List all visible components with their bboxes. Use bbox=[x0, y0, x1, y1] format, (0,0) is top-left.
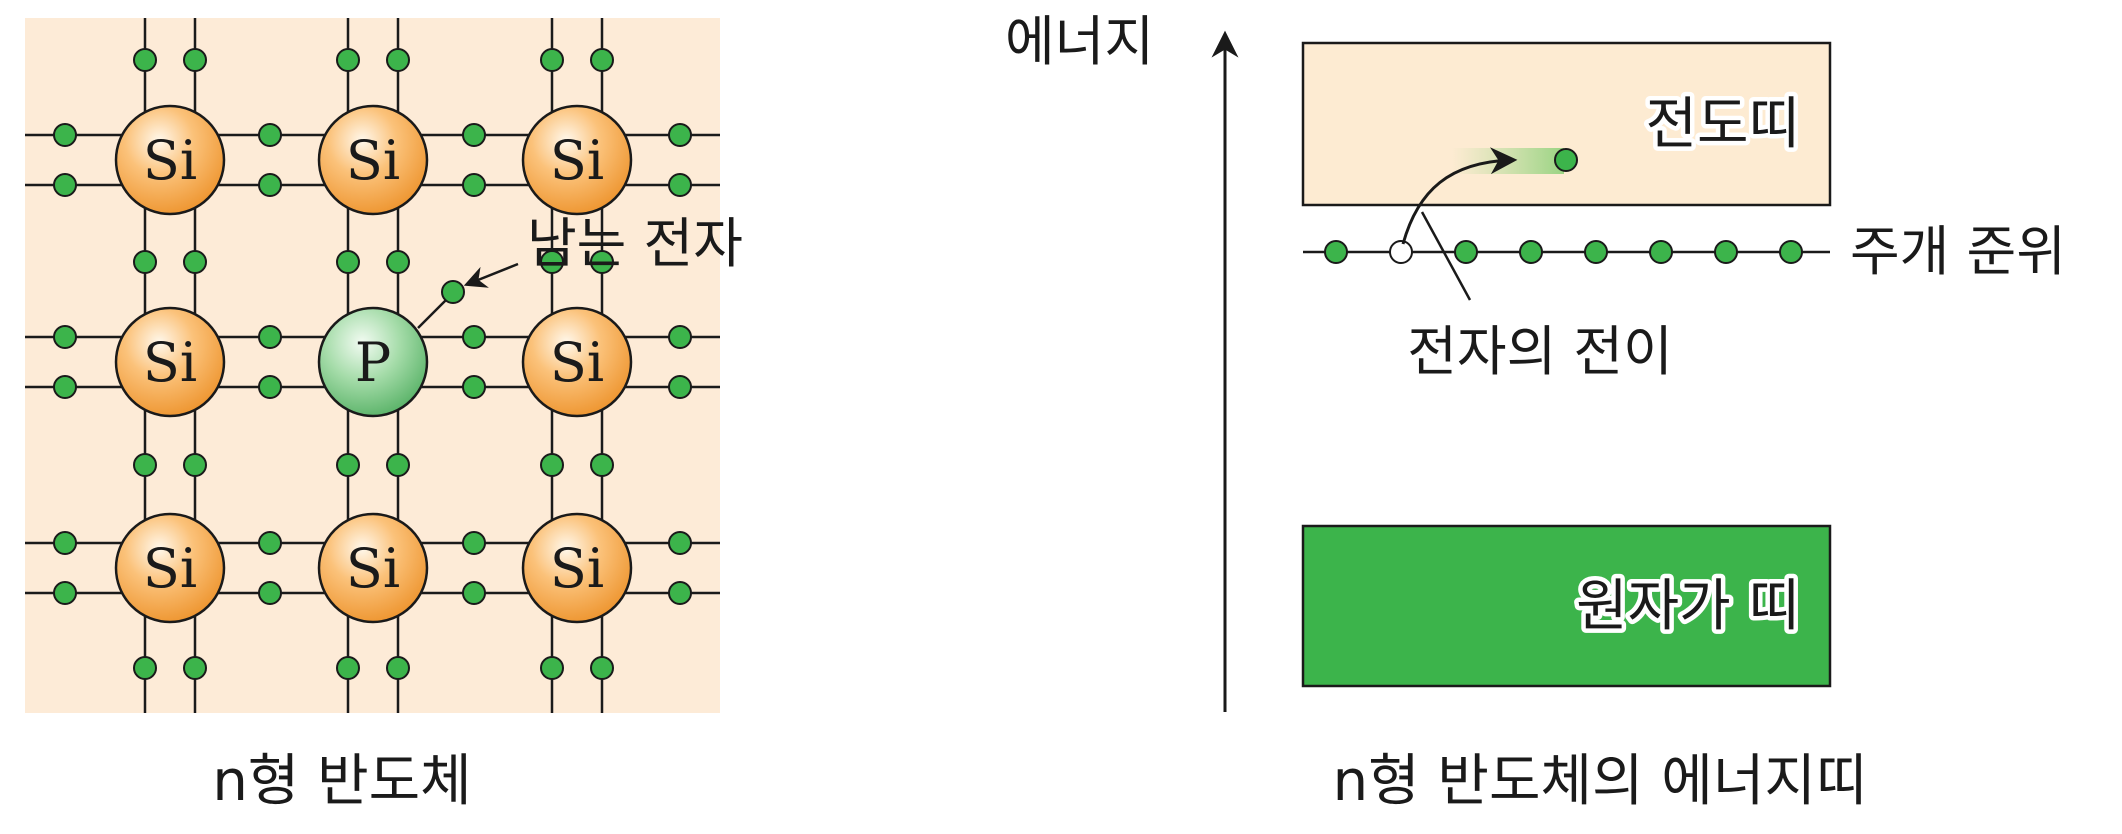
transition-pointer bbox=[1420, 211, 1472, 301]
bond-electron bbox=[462, 375, 486, 399]
donor-level-electron bbox=[1519, 240, 1543, 264]
bond-electron bbox=[183, 250, 207, 274]
phosphorus-atom bbox=[317, 306, 429, 418]
extra-electron bbox=[441, 280, 465, 304]
valence-band-label: 원자가 띠 bbox=[1576, 574, 1800, 639]
silicon-atom-label: Si bbox=[346, 129, 400, 192]
valence-band bbox=[1301, 524, 1832, 688]
bond-electron bbox=[336, 250, 360, 274]
silicon-atom-label: Si bbox=[550, 537, 604, 600]
bond-electron bbox=[183, 48, 207, 72]
bond-electron bbox=[336, 453, 360, 477]
bond-electron bbox=[133, 453, 157, 477]
bond-electron bbox=[53, 173, 77, 197]
silicon-atom bbox=[521, 512, 633, 624]
bond-electron bbox=[386, 250, 410, 274]
bond-electron bbox=[386, 656, 410, 680]
silicon-atom-label: Si bbox=[143, 537, 197, 600]
bond-electron bbox=[668, 375, 692, 399]
bond-electron bbox=[540, 48, 564, 72]
bond-electron bbox=[590, 48, 614, 72]
bond-electron bbox=[258, 581, 282, 605]
bond-electrons bbox=[53, 48, 692, 680]
silicon-atom bbox=[114, 512, 226, 624]
bond-electron bbox=[590, 453, 614, 477]
bond-electron bbox=[133, 656, 157, 680]
bond-electron bbox=[590, 656, 614, 680]
bond-electron bbox=[668, 173, 692, 197]
bond-electron bbox=[336, 48, 360, 72]
bond-electron bbox=[668, 531, 692, 555]
bond-electron bbox=[386, 453, 410, 477]
bond-electron bbox=[53, 123, 77, 147]
donor-level-label: 주개 준위 bbox=[1850, 220, 2066, 283]
silicon-atom-label: Si bbox=[143, 129, 197, 192]
donor-level-electron bbox=[1714, 240, 1738, 264]
bond-electron bbox=[668, 581, 692, 605]
bond-electron bbox=[590, 250, 614, 274]
bond-electron bbox=[258, 123, 282, 147]
silicon-atom bbox=[317, 512, 429, 624]
transition-label: 전자의 전이 bbox=[1407, 320, 1673, 383]
bond-electron bbox=[462, 325, 486, 349]
bond-electron bbox=[462, 581, 486, 605]
silicon-atom bbox=[521, 306, 633, 418]
transition-arrow bbox=[1401, 147, 1518, 245]
silicon-atom bbox=[317, 104, 429, 216]
silicon-atom bbox=[521, 104, 633, 216]
bond-electron bbox=[133, 48, 157, 72]
bond-electron bbox=[540, 250, 564, 274]
bond-electron bbox=[540, 453, 564, 477]
bond-electron bbox=[258, 173, 282, 197]
bond-electron bbox=[183, 453, 207, 477]
donor-level-electron bbox=[1324, 240, 1348, 264]
bond-electron bbox=[668, 325, 692, 349]
energy-band-diagram: 에너지 전도띠 원자가 띠 주개 준위 전자의 전이 n형 반도체의 에너지띠 bbox=[1005, 10, 2066, 814]
donor-level-hole bbox=[1389, 240, 1413, 264]
bond-electron bbox=[53, 325, 77, 349]
silicon-atom-label: Si bbox=[550, 129, 604, 192]
silicon-atom bbox=[114, 104, 226, 216]
silicon-atom bbox=[114, 306, 226, 418]
energy-axis-label: 에너지 bbox=[1005, 10, 1154, 73]
donor-level-electron bbox=[1454, 240, 1478, 264]
bond-electron bbox=[258, 325, 282, 349]
bond-electron bbox=[540, 656, 564, 680]
bond-electron bbox=[668, 123, 692, 147]
bond-electron bbox=[462, 123, 486, 147]
silicon-atom-label: Si bbox=[346, 537, 400, 600]
bond-electron bbox=[462, 173, 486, 197]
bond-electron bbox=[183, 656, 207, 680]
donor-level-electrons bbox=[1324, 240, 1803, 264]
energy-caption: n형 반도체의 에너지띠 bbox=[1333, 749, 1868, 814]
silicon-atom-label: Si bbox=[143, 331, 197, 394]
bond-electron bbox=[386, 48, 410, 72]
bond-electron bbox=[53, 375, 77, 399]
phosphorus-atom-label: P bbox=[355, 331, 391, 394]
extra-electron-pointer bbox=[463, 262, 519, 288]
excited-electron bbox=[1554, 148, 1578, 172]
donor-level-electron bbox=[1649, 240, 1673, 264]
bond-electron bbox=[258, 375, 282, 399]
bond-electron bbox=[53, 531, 77, 555]
conduction-band-label: 전도띠 bbox=[1645, 92, 1800, 157]
extra-electron-label: 남는 전자 bbox=[527, 212, 743, 275]
bond-electron bbox=[336, 656, 360, 680]
bond-electron bbox=[258, 531, 282, 555]
bond-electron bbox=[53, 581, 77, 605]
donor-level-electron bbox=[1584, 240, 1608, 264]
conduction-band bbox=[1301, 41, 1832, 207]
donor-level-electron bbox=[1779, 240, 1803, 264]
bond-electron bbox=[133, 250, 157, 274]
silicon-atom-label: Si bbox=[550, 331, 604, 394]
bond-electron bbox=[462, 531, 486, 555]
lattice-caption: n형 반도체 bbox=[212, 749, 471, 814]
